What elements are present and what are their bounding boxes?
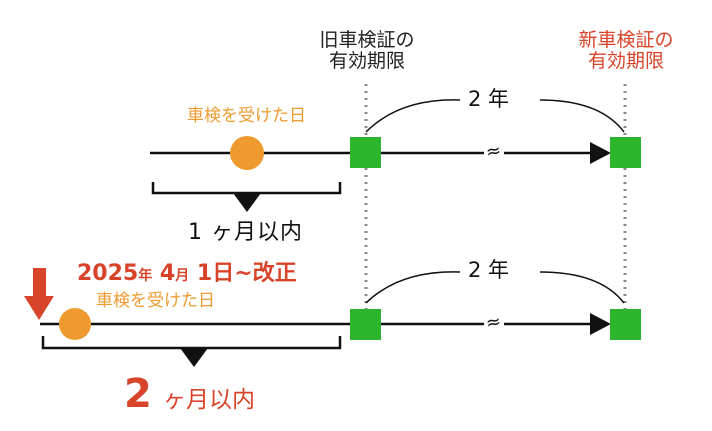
revision-year: 2025 [77, 261, 139, 286]
top-break-symbol: ≈ [484, 139, 503, 164]
bottom-old-expiry-box [350, 309, 381, 340]
top-window-bracket [151, 182, 342, 195]
top-interval-arc [365, 99, 625, 133]
new-expiry-header: 新車検証の 有効期限 [566, 30, 686, 72]
top-window-label: 1 ヶ月以内 [188, 220, 303, 245]
bottom-inspection-dot [59, 308, 91, 340]
old-expiry-header-line2: 有効期限 [328, 49, 405, 72]
revision-down-arrow [24, 268, 54, 320]
top-arrowhead [590, 142, 611, 164]
bottom-break-symbol: ≈ [484, 310, 503, 335]
revision-day: 1 [196, 261, 213, 286]
revision-day-unit: 日~改正 [212, 261, 297, 286]
bottom-break-gap [484, 316, 504, 332]
top-break-gap [484, 145, 504, 161]
bottom-window-pointer [180, 348, 208, 367]
top-old-expiry-box [350, 137, 381, 168]
old-expiry-header: 旧車検証の 有効期限 [307, 30, 427, 72]
new-expiry-header-line1: 新車検証の [578, 29, 674, 51]
revision-month-unit: 月 [175, 268, 190, 284]
bottom-new-expiry-box [610, 309, 641, 340]
top-window-pointer [233, 193, 261, 212]
bottom-window-suffix: ヶ月以内 [162, 387, 255, 413]
bottom-window-number: 2 [124, 371, 152, 417]
top-inspection-label: 車検を受けた日 [187, 106, 306, 126]
bottom-window-bracket [41, 336, 342, 350]
old-expiry-header-line1: 旧車検証の [319, 29, 415, 51]
revision-date-label: 2025年 4月 1日~改正 [77, 261, 297, 286]
revision-year-unit: 年 [138, 268, 153, 284]
top-inspection-dot [230, 136, 264, 170]
revision-month: 4 [159, 261, 176, 286]
bottom-arrowhead [590, 313, 611, 335]
bottom-interval-arc [365, 271, 625, 304]
top-interval-label: 2 年 [462, 87, 516, 112]
bottom-interval-label: 2 年 [462, 258, 516, 283]
top-new-expiry-box [610, 137, 641, 168]
new-expiry-header-line2: 有効期限 [587, 49, 664, 72]
bottom-inspection-label: 車検を受けた日 [96, 291, 215, 311]
bottom-window-label: 2 ヶ月以内 [124, 372, 255, 416]
